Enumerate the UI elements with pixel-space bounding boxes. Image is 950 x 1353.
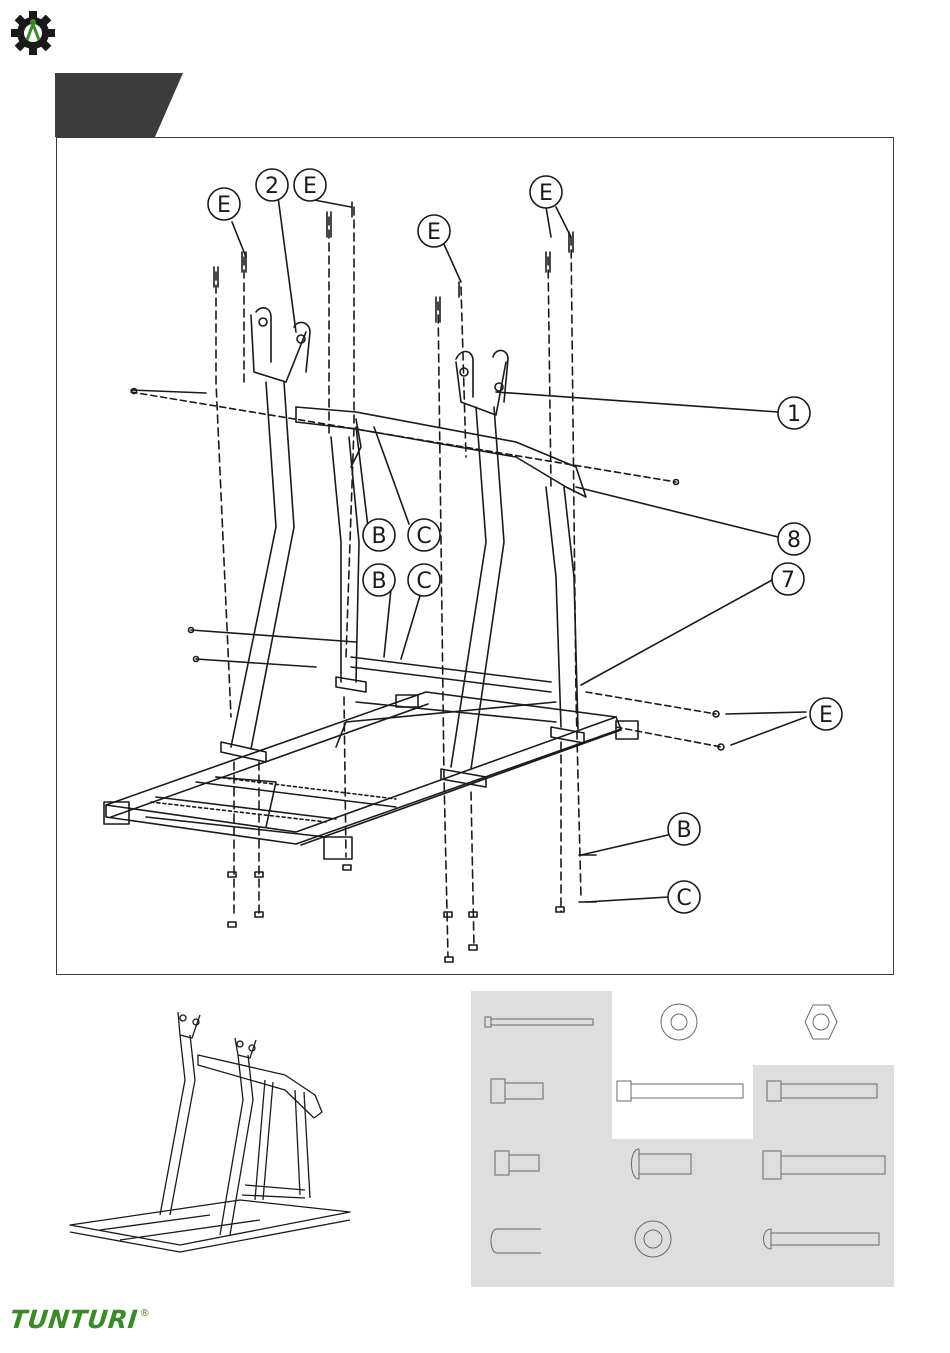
svg-text:8: 8 bbox=[787, 528, 801, 553]
callout-e4: E bbox=[530, 176, 562, 208]
callout-c1: C bbox=[408, 519, 440, 551]
callouts: 2 E E E E 1 B C 8 B C 7 E B C bbox=[208, 169, 842, 913]
upright-right-front bbox=[441, 350, 508, 787]
callout-e3: E bbox=[418, 215, 450, 247]
callout-b1: B bbox=[363, 519, 395, 551]
brand-logo: TUNTURI ® bbox=[10, 1306, 150, 1338]
upright-left-front bbox=[221, 308, 310, 762]
callout-e1: E bbox=[294, 169, 326, 201]
svg-text:C: C bbox=[416, 569, 431, 594]
callout-e2: E bbox=[208, 188, 240, 220]
callout-b2: B bbox=[363, 564, 395, 596]
svg-text:1: 1 bbox=[787, 402, 801, 427]
top-crossbar bbox=[296, 407, 586, 497]
svg-text:E: E bbox=[303, 174, 317, 199]
svg-text:B: B bbox=[371, 524, 386, 549]
svg-text:7: 7 bbox=[781, 568, 795, 593]
callout-7: 7 bbox=[772, 563, 804, 595]
callout-8: 8 bbox=[778, 523, 810, 555]
assembled-preview bbox=[60, 1000, 360, 1280]
svg-text:B: B bbox=[371, 569, 386, 594]
callout-1: 1 bbox=[778, 397, 810, 429]
callout-c3: C bbox=[668, 881, 700, 913]
svg-text:E: E bbox=[427, 220, 441, 245]
svg-text:B: B bbox=[676, 818, 691, 843]
gear-logo-icon bbox=[8, 8, 58, 58]
hardware-panel bbox=[471, 991, 894, 1287]
upright-right-rear bbox=[546, 487, 584, 743]
svg-text:2: 2 bbox=[265, 174, 279, 199]
callout-b3: B bbox=[668, 813, 700, 845]
callout-2: 2 bbox=[256, 169, 288, 201]
callout-e5: E bbox=[810, 698, 842, 730]
brand-name: TUNTURI bbox=[9, 1306, 140, 1334]
svg-text:E: E bbox=[819, 703, 833, 728]
washer-icon bbox=[661, 1004, 697, 1040]
svg-text:E: E bbox=[539, 181, 553, 206]
svg-text:E: E bbox=[217, 193, 231, 218]
lower-crossbar bbox=[351, 657, 551, 692]
svg-text:C: C bbox=[676, 886, 691, 911]
base-frame bbox=[104, 692, 638, 859]
hex-nut-icon bbox=[805, 1005, 837, 1039]
callout-c2: C bbox=[408, 564, 440, 596]
svg-text:C: C bbox=[416, 524, 431, 549]
registered-mark: ® bbox=[140, 1308, 150, 1319]
assembly-diagram: 2 E E E E 1 B C 8 B C 7 E B C bbox=[56, 137, 894, 975]
step-tab bbox=[55, 73, 183, 137]
medium-bolt-icon bbox=[617, 1081, 743, 1101]
